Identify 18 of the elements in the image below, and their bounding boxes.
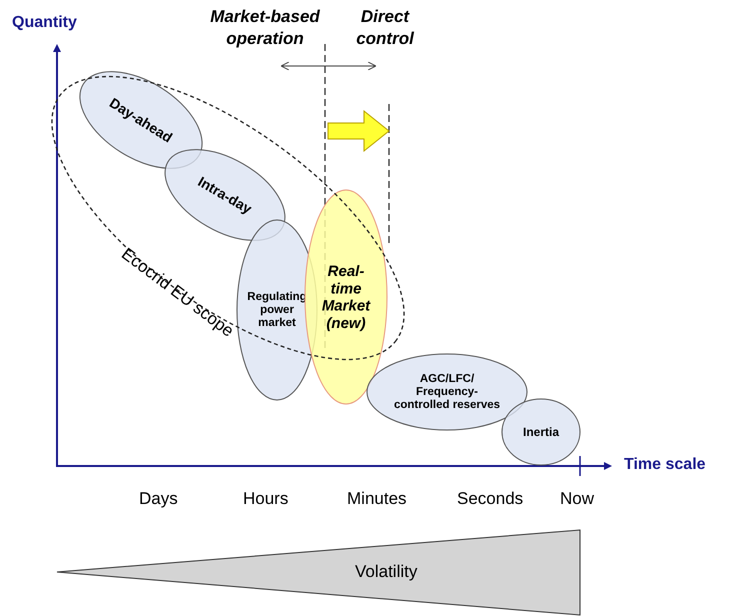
market-ellipse bbox=[502, 398, 580, 466]
market-label: Regulating power market bbox=[247, 290, 307, 330]
tick-label: Minutes bbox=[347, 489, 407, 509]
tick-label: Seconds bbox=[457, 489, 524, 509]
zone-heading: Direct control bbox=[355, 6, 416, 50]
market-label: Inertia bbox=[523, 425, 559, 439]
axis-title: Quantity bbox=[12, 14, 77, 32]
tick-label: Hours bbox=[243, 489, 288, 509]
tick-label: Now bbox=[560, 489, 594, 509]
market-label: Real-time Market (new) bbox=[322, 262, 370, 332]
scope-ellipse bbox=[51, 76, 405, 360]
market-ellipse bbox=[304, 190, 388, 404]
volatility-wedge bbox=[56, 528, 582, 616]
tick-label: Days bbox=[139, 489, 178, 509]
zone-heading: Market-based operation bbox=[209, 6, 321, 50]
axis-title: Time scale bbox=[624, 456, 706, 474]
wedge-label: Volatility bbox=[355, 562, 418, 582]
market-label: AGC/LFC/ Frequency-controlled reserves bbox=[394, 372, 500, 412]
